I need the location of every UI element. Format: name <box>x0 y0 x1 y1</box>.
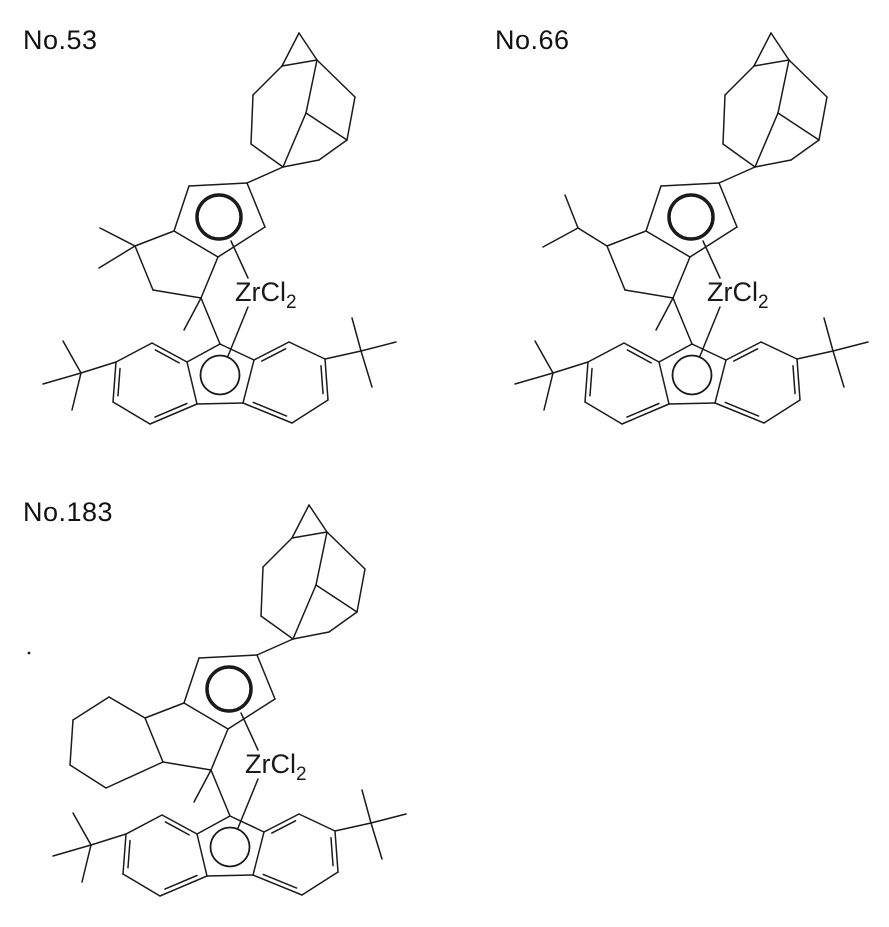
molecule-no-53: ZrCl2 <box>42 32 397 425</box>
molecule-no-66: ZrCl2 <box>514 32 869 425</box>
molecule-no-183: ZrCl2 <box>52 504 407 897</box>
zrcl2-label: ZrCl2 <box>245 749 307 785</box>
structure-label-no66: No.66 <box>495 25 570 55</box>
ink-dot-artifact <box>27 651 31 655</box>
structure-label-no183: No.183 <box>23 497 114 527</box>
structure-label-no53: No.53 <box>23 25 98 55</box>
zrcl2-label: ZrCl2 <box>235 277 297 313</box>
zrcl2-label: ZrCl2 <box>707 277 769 313</box>
